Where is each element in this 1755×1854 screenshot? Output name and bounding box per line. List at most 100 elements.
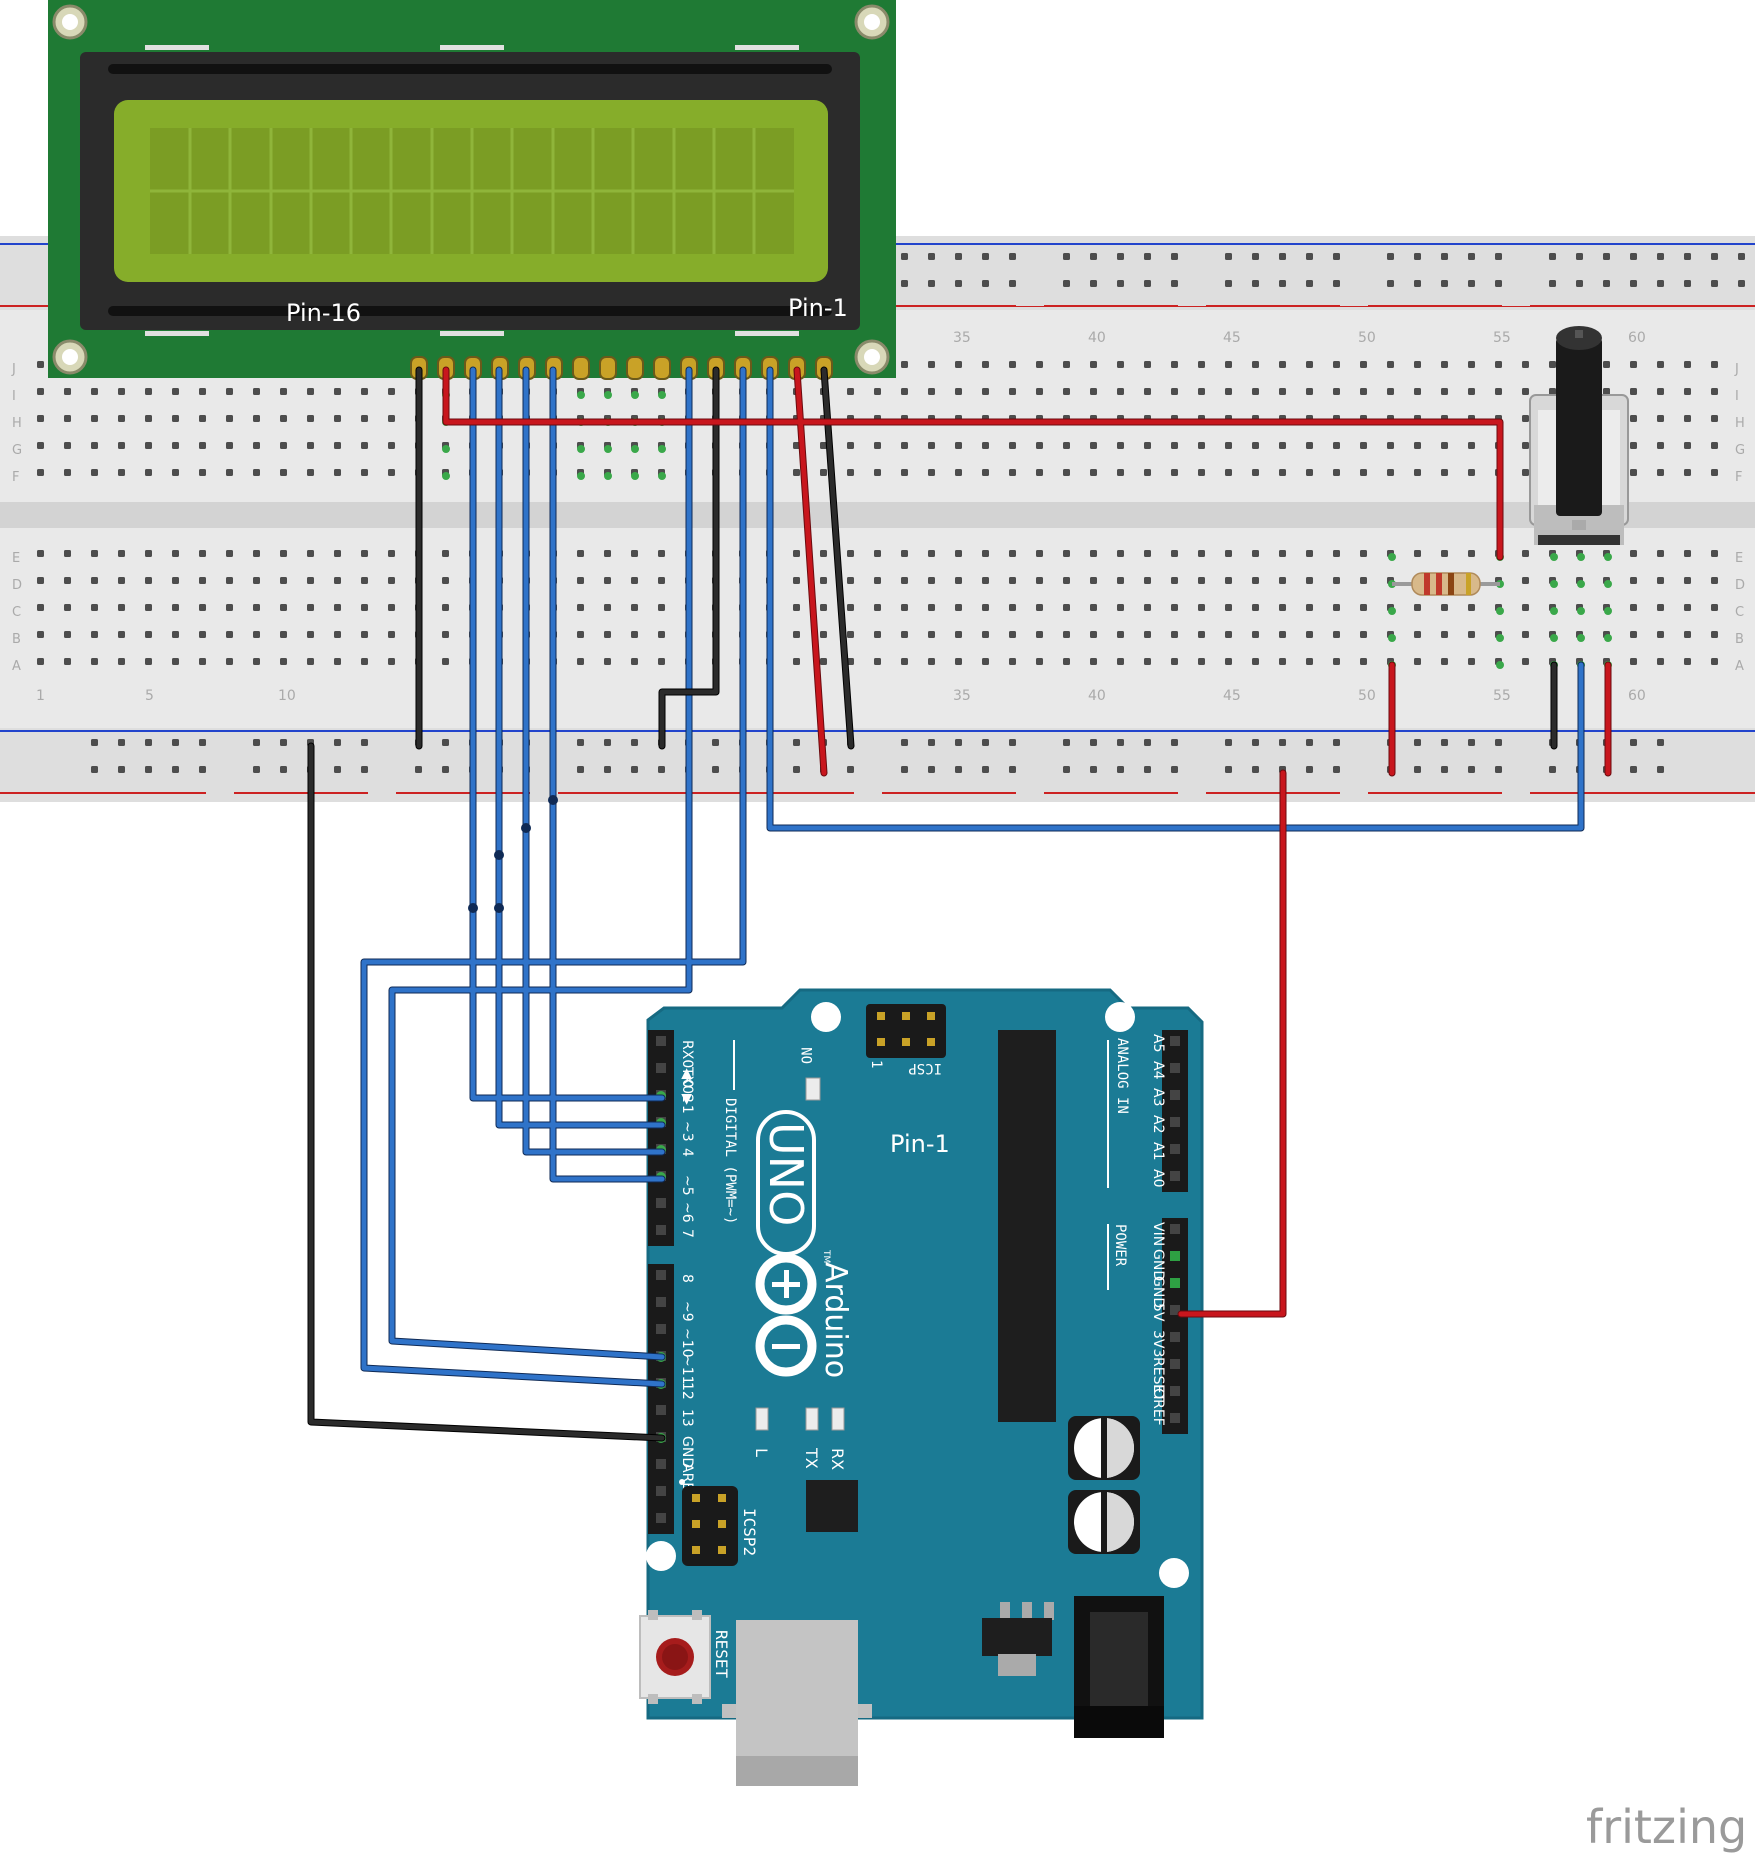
power-pin-label: 5V xyxy=(1150,1303,1166,1322)
column-number: 10 xyxy=(278,688,296,704)
fritzing-watermark: fritzing xyxy=(1586,1800,1747,1854)
row-letter: I xyxy=(1735,389,1739,404)
digital-pin-label: 2 xyxy=(679,1094,695,1103)
icsp2-label: ICSP2 xyxy=(740,1508,759,1556)
power-pin-label: 3V3 xyxy=(1150,1330,1166,1357)
row-letter: C xyxy=(1735,605,1744,620)
potentiometer xyxy=(1529,326,1629,545)
led-tx-label: TX xyxy=(802,1447,821,1469)
wire-gnd-vss xyxy=(821,367,854,749)
wire-vdd xyxy=(794,367,827,776)
row-letter: B xyxy=(1735,632,1744,647)
power-pin-label: VIN xyxy=(1150,1222,1166,1246)
arduino-uno-board: ICSP 1 ON RX0◀0 TX0▶ xyxy=(639,988,1204,1786)
potentiometer-knob xyxy=(1556,338,1602,516)
row-letter: E xyxy=(1735,551,1743,566)
arduino-pin1-label: Pin-1 xyxy=(890,1130,950,1158)
digital-pin-label: 12 xyxy=(679,1382,695,1400)
capacitor xyxy=(1068,1416,1140,1480)
row-letter: A xyxy=(12,659,21,674)
wire-en-d11 xyxy=(389,367,692,1360)
column-number: 40 xyxy=(1088,688,1106,704)
led-l xyxy=(755,1407,769,1431)
dc-power-jack xyxy=(1074,1596,1164,1738)
column-number: 50 xyxy=(1358,330,1376,346)
column-number: 45 xyxy=(1223,330,1241,346)
analog-header xyxy=(1162,1030,1188,1192)
digital-pin-label: 4 xyxy=(679,1148,695,1157)
row-letter: J xyxy=(11,362,16,377)
analog-pin-label: A0 xyxy=(1150,1169,1166,1187)
mount-hole xyxy=(1105,1002,1135,1032)
row-letter: B xyxy=(12,632,21,647)
lcd-pin1-label: Pin-1 xyxy=(788,294,848,322)
row-letter: I xyxy=(12,389,16,404)
wire-d5-d4 xyxy=(523,367,665,1155)
analog-pin-label: A2 xyxy=(1150,1115,1166,1133)
row-letter: H xyxy=(1735,416,1745,431)
analog-pin-label: A1 xyxy=(1150,1142,1166,1160)
lcd-module: Pin-16 Pin-1 xyxy=(48,0,896,380)
column-number: 35 xyxy=(953,688,971,704)
column-number: 40 xyxy=(1088,330,1106,346)
power-pin-label: IOREF xyxy=(1150,1384,1166,1426)
digital-pin-label: ~10 xyxy=(679,1328,695,1358)
digital-header-title: DIGITAL (PWM=~) xyxy=(722,1098,738,1224)
trademark-text: TM xyxy=(821,1249,831,1263)
center-channel xyxy=(0,502,1755,528)
digital-header-top xyxy=(648,1030,674,1246)
row-letter: E xyxy=(12,551,20,566)
wire-5v-rail xyxy=(1178,770,1286,1317)
breadboard: J I H G F E D C B A J I H G F E D C B A … xyxy=(0,236,1755,802)
power-pin-label: RESET xyxy=(1150,1357,1166,1402)
mount-hole xyxy=(646,1541,676,1571)
mount-hole xyxy=(811,1002,841,1032)
digital-pin-label: GND xyxy=(679,1436,695,1468)
resistor xyxy=(1392,572,1500,596)
wires xyxy=(307,366,1612,1442)
column-number: 35 xyxy=(953,330,971,346)
analog-pin-label: A3 xyxy=(1150,1088,1166,1106)
uno-logo-text: UNO xyxy=(759,1122,813,1226)
column-number: 60 xyxy=(1628,688,1646,704)
usb-connector xyxy=(722,1620,872,1786)
row-letter: G xyxy=(12,443,22,458)
row-letter: J xyxy=(1734,362,1739,377)
row-letter: F xyxy=(12,470,19,485)
analog-header-title: ANALOG IN xyxy=(1114,1038,1130,1114)
red-wires xyxy=(443,367,1611,1317)
led-l-label: L xyxy=(752,1448,771,1457)
column-number: 60 xyxy=(1628,330,1646,346)
column-number: 5 xyxy=(145,688,154,704)
voltage-regulator xyxy=(982,1602,1054,1676)
wire-gnd-arduino xyxy=(308,743,665,1441)
row-letter: A xyxy=(1735,659,1744,674)
row-letter: F xyxy=(1735,470,1742,485)
analog-pin-label: A4 xyxy=(1150,1061,1166,1080)
lcd-pin16-label: Pin-16 xyxy=(286,299,361,327)
wire-d7-d2 xyxy=(470,367,665,1101)
row-letter: D xyxy=(12,578,22,593)
mount-hole xyxy=(1159,1558,1189,1588)
wire-d6-d3 xyxy=(496,367,665,1128)
wire-rs-d12 xyxy=(361,367,746,1387)
row-letter: D xyxy=(1735,578,1745,593)
reset-label: RESET xyxy=(712,1630,731,1679)
icsp-pin1-label: 1 xyxy=(868,1060,884,1068)
digital-pin-label: 7 xyxy=(679,1229,695,1238)
led-rx-label: RX xyxy=(828,1448,847,1470)
icsp-label: ICSP xyxy=(908,1060,942,1076)
digital-pin-label: ~11 xyxy=(679,1355,695,1385)
capacitor xyxy=(1068,1490,1140,1554)
analog-pin-label: A5 xyxy=(1150,1034,1166,1052)
blue-wires xyxy=(361,367,1584,1387)
power-pin-label: GND xyxy=(1150,1276,1166,1308)
digital-pin-label: ~6 xyxy=(679,1202,695,1223)
digital-pin-label: ~9 xyxy=(679,1301,695,1322)
wire-d4-d5 xyxy=(550,367,665,1182)
wire-gnd-rw xyxy=(659,367,719,749)
row-letter: H xyxy=(12,416,22,431)
digital-pin-label: 8 xyxy=(679,1274,695,1283)
digital-pin-label: RX0◀0 xyxy=(679,1040,695,1088)
